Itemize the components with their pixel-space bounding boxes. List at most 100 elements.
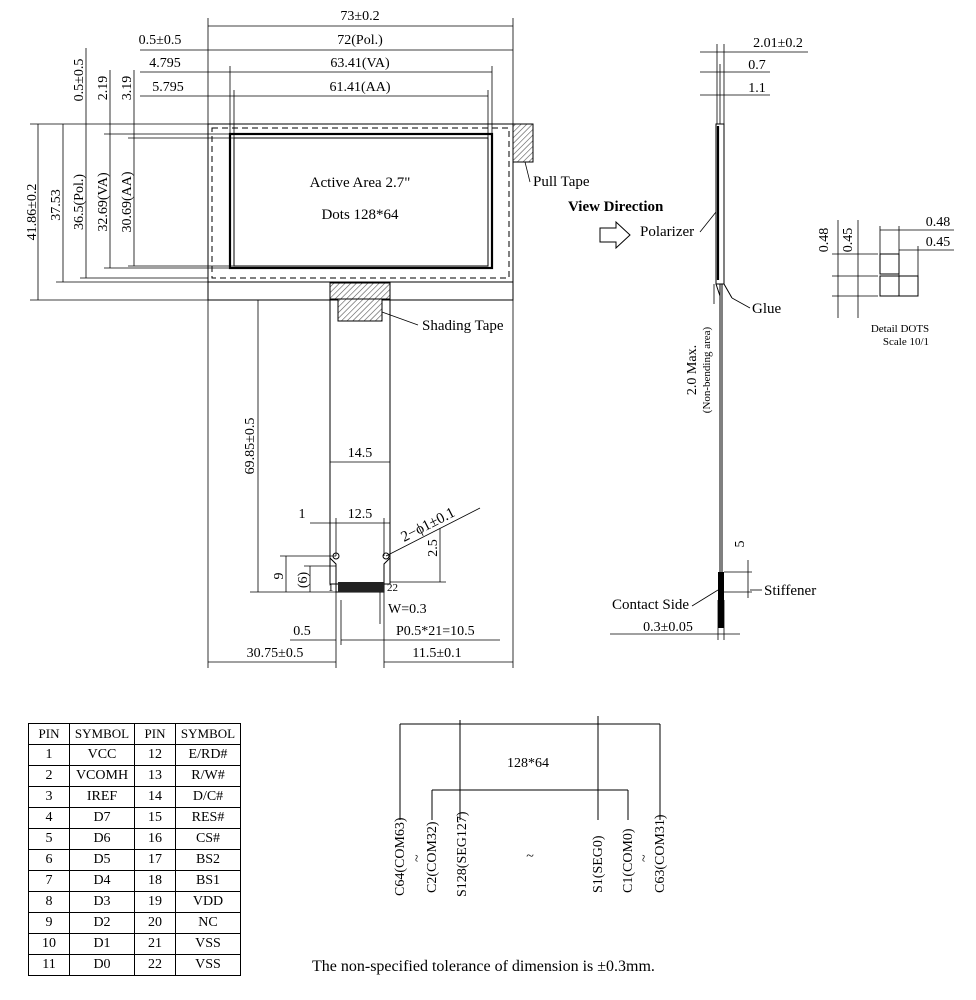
dim-top-offset-pol: 0.5±0.5: [72, 59, 87, 102]
dim-fpc-edge: 1: [299, 507, 306, 522]
pin-symbol-cell: D/C#: [175, 786, 241, 808]
polarizer-label: Polarizer: [640, 224, 694, 240]
matrix-tilde: ~: [526, 849, 534, 864]
matrix-right-label-3: ~: [637, 854, 652, 862]
bend-max-label: 2.0 Max.: [685, 345, 700, 395]
fpc-contacts: [338, 582, 384, 592]
dim-fpc-width: 14.5: [348, 446, 373, 461]
dim-thickness-a: 0.7: [748, 58, 766, 73]
pin-symbol-cell: D4: [69, 870, 135, 892]
dim-va-width: 63.41(VA): [330, 56, 390, 71]
pin-number-cell: 12: [134, 744, 176, 766]
matrix-left-label-3: C2(COM32): [425, 821, 440, 893]
glue-label: Glue: [752, 301, 782, 317]
dot-pitch-v2: 0.45: [841, 228, 856, 253]
fpc-hole-right: [382, 552, 390, 560]
dim-pol-height: 36.5(Pol.): [72, 174, 87, 230]
pin-number-cell: 1: [28, 744, 70, 766]
dim-top-offset-aa: 3.19: [120, 76, 135, 101]
front-view: 73±0.2 72(Pol.) 0.5±0.5 63.41(VA) 4.795 …: [25, 9, 590, 668]
dim-overall-width: 73±0.2: [340, 9, 379, 24]
dim-pin-offset: 0.5: [293, 624, 311, 639]
pin-number-cell: 4: [28, 807, 70, 829]
dim-stiffener-len: 5: [733, 541, 748, 548]
pin-number-cell: 18: [134, 870, 176, 892]
pin-symbol-cell: E/RD#: [175, 744, 241, 766]
dim-left-offset-va: 4.795: [149, 56, 181, 71]
pull-tape-label: Pull Tape: [533, 174, 590, 190]
dim-pol-height-outer: 37.53: [49, 189, 64, 221]
dim-pin-width: W=0.3: [388, 602, 427, 617]
pin-symbol-cell: R/W#: [175, 765, 241, 787]
pin-symbol-cell: NC: [175, 912, 241, 934]
dim-pin-pitch: P0.5*21=10.5: [396, 624, 475, 639]
dim-top-offset-va: 2.19: [96, 76, 111, 101]
pin-number-cell: 11: [28, 954, 70, 976]
pin-number-cell: 9: [28, 912, 70, 934]
detail-dots-title: Detail DOTS: [871, 323, 929, 335]
pin-symbol-cell: IREF: [69, 786, 135, 808]
dim-fpc-left-offset: 30.75±0.5: [247, 646, 304, 661]
pin-number-cell: 3: [28, 786, 70, 808]
pin-symbol-cell: D6: [69, 828, 135, 850]
dot-pitch-v1: 0.48: [817, 228, 832, 253]
header-pin: PIN: [28, 723, 70, 745]
dim-va-height: 32.69(VA): [96, 172, 111, 232]
pin-symbol-cell: D2: [69, 912, 135, 934]
dim-stiffener-width: 12.5: [348, 507, 373, 522]
dim-stiffener-height: 9: [272, 573, 287, 580]
matrix-left-label-4: S128(SEG127): [455, 811, 470, 897]
pin-number-cell: 22: [134, 954, 176, 976]
matrix-right-label-2: C1(COM0): [621, 828, 636, 893]
dots-label: Dots 128*64: [321, 207, 399, 223]
side-view: 2.01±0.2 0.7 1.1 View Direction Polarize…: [568, 36, 816, 640]
pin-symbol-cell: D7: [69, 807, 135, 829]
side-stiffener: [718, 572, 724, 628]
pin-number-cell: 2: [28, 765, 70, 787]
dot-pitch-h2: 0.45: [926, 235, 951, 250]
detail-dots-scale: Scale 10/1: [883, 336, 929, 348]
dim-fpc-right: 11.5±0.1: [412, 646, 461, 661]
pin-symbol-cell: VCC: [69, 744, 135, 766]
pin-last-label: 22: [387, 582, 398, 594]
dim-total-thickness: 2.01±0.2: [753, 36, 803, 51]
pin-number-cell: 16: [134, 828, 176, 850]
matrix-left-label-1: C64(COM63): [393, 817, 408, 896]
dim-thickness-b: 1.1: [748, 81, 766, 96]
pin-first-label: 1: [328, 582, 334, 594]
pin-symbol-cell: D1: [69, 933, 135, 955]
header-symbol: SYMBOL: [69, 723, 135, 745]
pin-number-cell: 5: [28, 828, 70, 850]
dot-pitch-h1: 0.48: [926, 215, 951, 230]
pin-symbol-cell: BS2: [175, 849, 241, 871]
dim-pol-width: 72(Pol.): [337, 33, 383, 48]
view-direction-label: View Direction: [568, 199, 664, 215]
dim-aa-width: 61.41(AA): [329, 80, 390, 95]
dim-left-offset-pol: 0.5±0.5: [139, 33, 182, 48]
matrix-left-label-2: ~: [410, 854, 425, 862]
shading-tape: [337, 298, 383, 322]
pin-number-cell: 14: [134, 786, 176, 808]
pin-number-cell: 6: [28, 849, 70, 871]
pin-symbol-cell: RES#: [175, 807, 241, 829]
dim-stiffener-inner: (6): [296, 572, 311, 589]
active-area-label: Active Area 2.7": [310, 175, 411, 191]
pin-number-cell: 20: [134, 912, 176, 934]
matrix-label: 128*64: [507, 756, 549, 771]
pin-number-cell: 7: [28, 870, 70, 892]
tolerance-note: The non-specified tolerance of dimension…: [312, 958, 655, 975]
header-symbol: SYMBOL: [175, 723, 241, 745]
pin-number-cell: 15: [134, 807, 176, 829]
header-pin: PIN: [134, 723, 176, 745]
contact-side-label: Contact Side: [612, 597, 689, 613]
